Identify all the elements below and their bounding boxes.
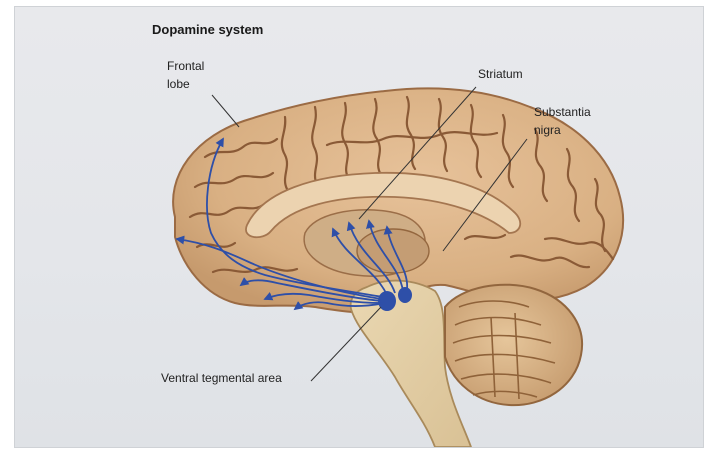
dopamine-system-figure: Dopamine system Frontal lobe Striatum Su… xyxy=(14,6,704,448)
label-ventral-tegmental-area: Ventral tegmental area xyxy=(161,371,282,385)
label-substantia-nigra-line1: Substantia xyxy=(534,105,591,119)
brain-illustration xyxy=(15,7,703,447)
substantia-nigra-nucleus xyxy=(398,287,412,303)
label-substantia-nigra-line2: nigra xyxy=(534,123,561,137)
cerebrum xyxy=(173,88,623,312)
diagram-title: Dopamine system xyxy=(152,23,263,37)
label-frontal-lobe-line2: lobe xyxy=(167,77,190,91)
label-frontal-lobe-line1: Frontal xyxy=(167,59,204,73)
label-striatum: Striatum xyxy=(478,67,523,81)
